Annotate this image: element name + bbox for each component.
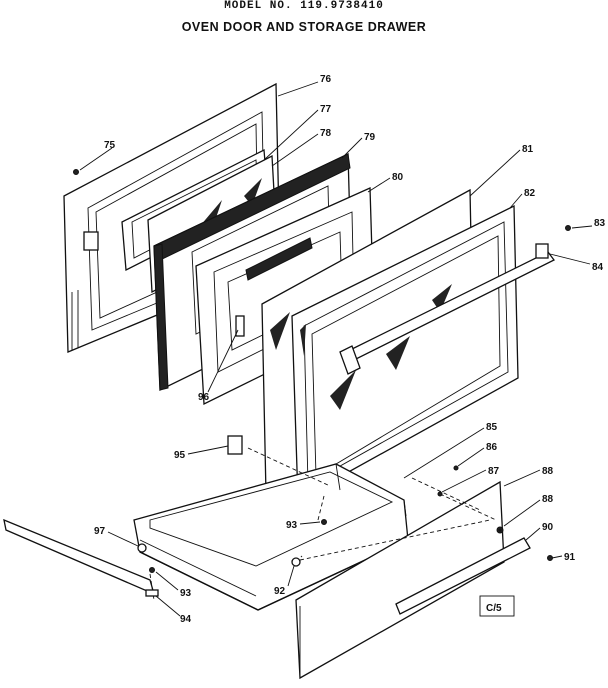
drawer-side-rail [3, 518, 156, 596]
label-88-lower: 88 [542, 494, 554, 505]
label-95: 95 [174, 450, 186, 461]
screw-91 [547, 555, 553, 561]
hardware [73, 169, 571, 597]
label-84: 84 [592, 262, 604, 273]
door-handle [339, 243, 555, 375]
label-82: 82 [524, 188, 536, 199]
label-90: 90 [542, 522, 554, 533]
label-78: 78 [320, 128, 332, 139]
label-77: 77 [320, 104, 332, 115]
glide-94 [145, 589, 159, 597]
label-81: 81 [522, 144, 534, 155]
screw-75 [73, 169, 79, 175]
clip-87 [437, 491, 443, 497]
hinge-95 [227, 435, 243, 455]
door-front-frame [291, 204, 519, 502]
label-93-lower: 93 [180, 588, 192, 599]
leader-lines [79, 81, 593, 617]
catalog-stamp: C/5 [479, 595, 515, 617]
label-93-upper: 93 [286, 520, 298, 531]
label-97: 97 [94, 526, 106, 537]
handle-end-cap [535, 243, 549, 259]
label-80: 80 [392, 172, 404, 183]
diagram-title: OVEN DOOR AND STORAGE DRAWER [181, 20, 427, 34]
label-83: 83 [594, 218, 606, 229]
stop-92 [291, 557, 301, 567]
screw-83 [565, 225, 571, 231]
label-92: 92 [274, 586, 286, 597]
label-86: 86 [486, 442, 498, 453]
clip-86 [453, 465, 459, 471]
drawer-pull [395, 537, 531, 615]
model-number: MODEL NO. 119.9738410 [224, 0, 384, 12]
label-76: 76 [320, 74, 332, 85]
part-labels: 75 76 77 78 79 80 81 82 83 84 85 86 87 8… [94, 74, 606, 625]
drawer-front-panel [295, 480, 505, 680]
label-91: 91 [564, 552, 576, 563]
hinge-96 [235, 315, 245, 337]
label-87: 87 [488, 466, 500, 477]
label-75: 75 [104, 140, 116, 151]
label-88-upper: 88 [542, 466, 554, 477]
label-96: 96 [198, 392, 210, 403]
label-85: 85 [486, 422, 498, 433]
screw-93 [321, 519, 327, 525]
label-94: 94 [180, 614, 192, 625]
label-79: 79 [364, 132, 376, 143]
screw-93b [149, 567, 155, 573]
door-hinge-slot [83, 231, 99, 251]
stamp-text: C/5 [486, 603, 502, 614]
